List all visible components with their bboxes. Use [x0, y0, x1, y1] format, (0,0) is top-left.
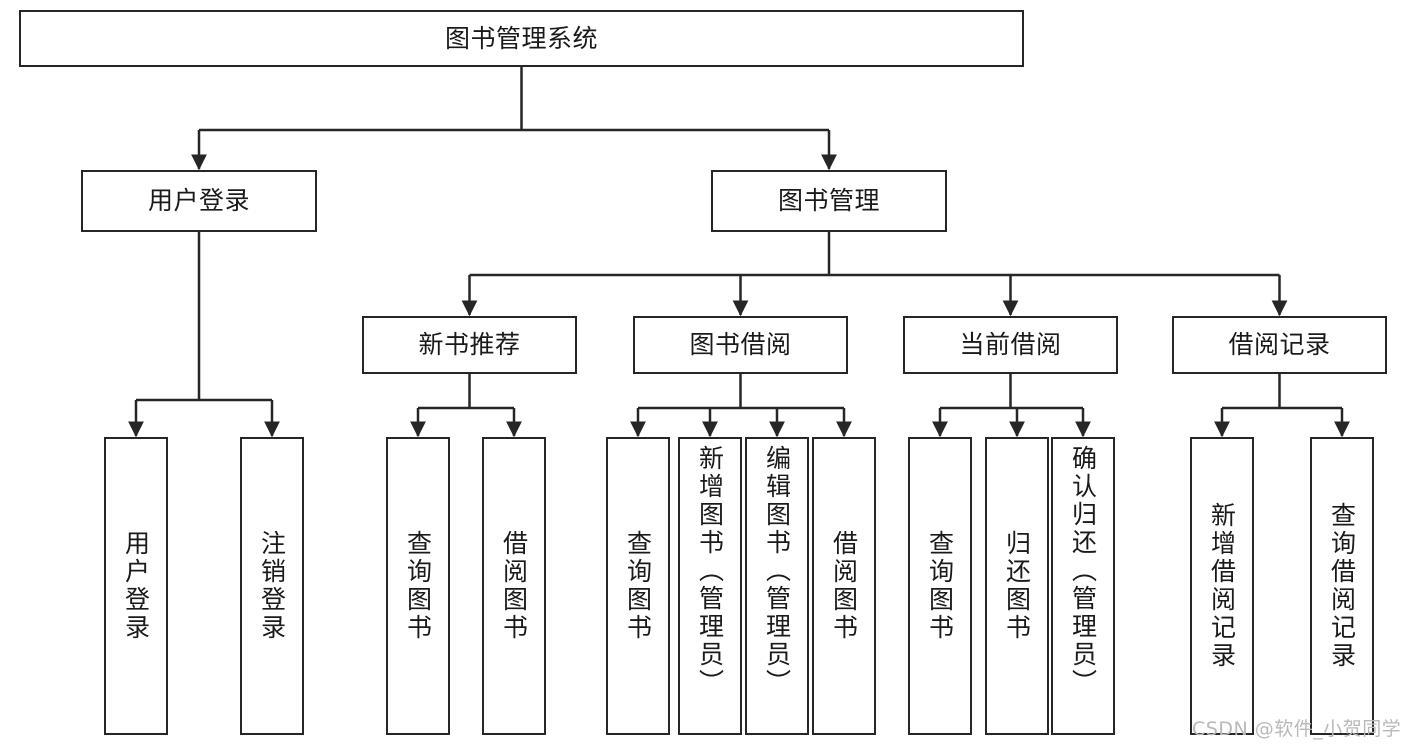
node-newbook[interactable]: 新书推荐	[362, 316, 577, 374]
node-l-addrec[interactable]: 新增借阅记录	[1190, 437, 1254, 735]
node-l-add[interactable]: 新增图书（管理员）	[678, 437, 742, 735]
node-l-borrow1[interactable]: 借阅图书	[482, 437, 546, 735]
node-l-queryrec[interactable]: 查询借阅记录	[1310, 437, 1374, 735]
node-borrow[interactable]: 图书借阅	[633, 316, 848, 374]
node-label: 归还图书	[1002, 530, 1032, 642]
node-label: 图书管理	[777, 186, 880, 215]
node-label: 查询图书	[403, 530, 433, 642]
node-l-edit[interactable]: 编辑图书（管理员）	[745, 437, 809, 735]
node-label: 当前借阅	[959, 330, 1062, 359]
node-login[interactable]: 用户登录	[81, 170, 317, 232]
node-l-logout[interactable]: 注销登录	[240, 437, 304, 735]
node-label: 编辑图书（管理员）	[762, 445, 792, 697]
node-l-borrow2[interactable]: 借阅图书	[812, 437, 876, 735]
node-root[interactable]: 图书管理系统	[19, 10, 1024, 67]
node-l-confirm[interactable]: 确认归还（管理员）	[1051, 437, 1115, 735]
node-label: 查询借阅记录	[1327, 502, 1357, 670]
node-l-return[interactable]: 归还图书	[985, 437, 1049, 735]
node-label: 借阅图书	[829, 530, 859, 642]
node-label: 注销登录	[257, 530, 287, 642]
node-label: 用户登录	[147, 186, 250, 215]
node-records[interactable]: 借阅记录	[1172, 316, 1387, 374]
node-label: 图书管理系统	[444, 23, 598, 53]
node-label: 确认归还（管理员）	[1068, 445, 1098, 697]
node-label: 新增图书（管理员）	[695, 445, 725, 697]
node-label: 查询图书	[623, 530, 653, 642]
node-label: 新增借阅记录	[1207, 502, 1237, 670]
node-l-query3[interactable]: 查询图书	[908, 437, 972, 735]
node-l-query2[interactable]: 查询图书	[606, 437, 670, 735]
node-current[interactable]: 当前借阅	[903, 316, 1118, 374]
node-label: 借阅记录	[1228, 330, 1331, 359]
node-bookmgmt[interactable]: 图书管理	[711, 170, 947, 232]
node-label: 查询图书	[925, 530, 955, 642]
node-l-login[interactable]: 用户登录	[104, 437, 168, 735]
node-label: 新书推荐	[418, 330, 521, 359]
watermark-label: CSDN @软件_小贺同学	[1192, 718, 1402, 740]
node-label: 借阅图书	[499, 530, 529, 642]
node-l-query1[interactable]: 查询图书	[386, 437, 450, 735]
node-label: 用户登录	[121, 530, 151, 642]
node-label: 图书借阅	[689, 330, 792, 359]
